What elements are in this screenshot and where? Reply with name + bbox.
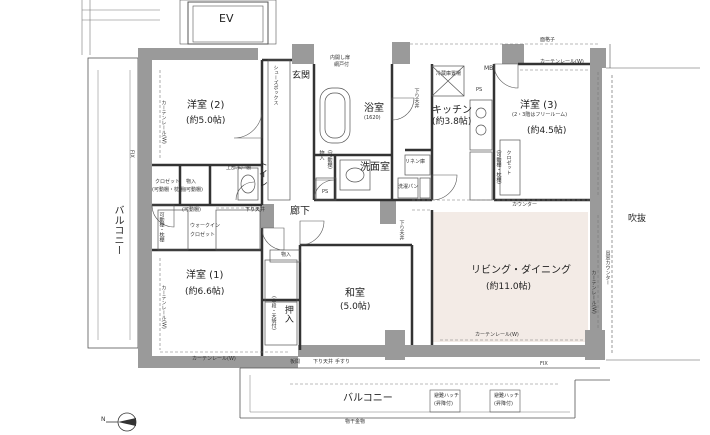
room-japanese-size: (5.0帖) (340, 302, 371, 312)
kado-dana-label: (可動棚) (182, 207, 201, 213)
room-western2-size: (約5.0帖) (186, 116, 226, 126)
sagari3-label: 下り天井 (413, 88, 420, 108)
oshiire-note: (中段・天袋付) (270, 296, 277, 330)
mono1-label: 物入 (186, 179, 197, 185)
fukinuke-label: 吹抜 (628, 214, 647, 224)
fix-left-label: FIX (128, 150, 135, 158)
kado-makura-label: 可動棚・枕棚 (158, 212, 165, 242)
room-western3-name: 洋室 (3) (520, 100, 558, 111)
curtain-w3-label: カーテンレール(W) (540, 59, 584, 65)
hinan1-sub: (昇降付) (434, 401, 453, 407)
jojo-label: 上部吊戸棚 (226, 165, 252, 171)
sashi-kabe-label: 出窓カウンター (604, 250, 611, 285)
curtain-w2-label: カーテンレール(W) (160, 100, 167, 144)
room-entrance-name: 玄関 (292, 71, 311, 81)
hinan2-sub: (昇降付) (494, 401, 513, 407)
closet-small-label: クロゼット (505, 150, 512, 175)
room-toilet-name: トイレ (256, 160, 267, 187)
room-bathroom-note: (1620) (364, 115, 381, 121)
mono3-label: 物入 (318, 150, 325, 160)
compass-label: N (101, 416, 106, 423)
ps-label: PS (476, 87, 483, 93)
closet-left-sub: (可動棚・枕棚) (152, 187, 186, 193)
room-hall-name: 廊下 (290, 206, 310, 217)
butsukake-label: 物干金物 (345, 419, 366, 425)
fixtures (157, 59, 521, 346)
hinan2-label: 避難ハッチ (494, 393, 520, 399)
senmen-pan-label: 洗濯パン (398, 184, 419, 190)
fix-bottom-label: FIX (540, 361, 548, 367)
walkin-label: ウォークイン (190, 223, 221, 229)
oshiire-label: 押入 (282, 305, 293, 323)
curtain-living-side-label: カーテンレール(W) (590, 270, 597, 314)
room-kitchen-size: (約3.8帖) (432, 117, 472, 127)
outer-walls (138, 42, 606, 368)
sagari4-label: 下り天井 (313, 359, 334, 365)
room-kitchen-name: キッチン (432, 105, 472, 116)
room-living-name: リビング・ダイニング (471, 265, 571, 276)
shoes-box-label: シューズボックス (272, 65, 279, 105)
mono2-label: 物入 (281, 252, 292, 258)
room-western2-name: 洋室 (2) (187, 100, 225, 111)
mono1-sub: (可動棚) (184, 187, 203, 193)
door-swings (151, 63, 519, 251)
room-western1-name: 洋室 (1) (186, 270, 224, 281)
sagari1-label: 下り天井 (245, 207, 266, 213)
dashed-lines (159, 43, 600, 353)
ev-shaft (179, 0, 277, 45)
itama-label: 板間 (290, 359, 301, 365)
ev-label: EV (219, 12, 234, 25)
tesuri-bottom-label: 手すり (335, 359, 351, 365)
closet-label: クロゼット (190, 232, 216, 238)
room-japanese-name: 和室 (345, 288, 365, 299)
room-western3-note: (2・3階はフリールーム) (512, 112, 568, 118)
curtain-bottom1-label: カーテンレール(W) (192, 356, 236, 362)
curtain-w1-label: カーテンレール(W) (160, 285, 167, 329)
left-balcony (87, 57, 139, 349)
closet-small-sub: (可動棚・枕棚) (495, 150, 502, 184)
counter-label: カウンター (512, 202, 538, 208)
mb-label: MB (484, 65, 494, 72)
linen-label: リネン庫 (405, 159, 426, 165)
reizoko-label: 冷蔵庫置場 (436, 71, 462, 77)
hinan1-label: 避難ハッチ (434, 393, 460, 399)
room-living-size: (約11.0帖) (486, 282, 532, 292)
closet-left-label: クロゼット (155, 179, 181, 185)
kado-dana2-label: (可動棚) (326, 150, 333, 169)
living-floor (433, 212, 588, 342)
upper-left-lines (81, 0, 160, 55)
sagari2-label: 下り天井 (398, 220, 405, 240)
uchibiraki-label: 内開し扉 (330, 55, 351, 61)
balcony-bottom-label: バルコニー (343, 393, 393, 404)
balcony-left-label: バルコニー (112, 205, 123, 255)
room-washroom-name: 洗面室 (360, 162, 390, 173)
compass-icon (106, 412, 137, 432)
room-western1-size: (約6.6帖) (185, 287, 225, 297)
curtain-living-label: カーテンレール(W) (475, 332, 519, 338)
right-void (606, 44, 700, 361)
room-bathroom-name: 浴室 (364, 103, 384, 114)
amido-label: 網戸付 (334, 62, 350, 68)
room-western3-size: (約4.5帖) (527, 126, 567, 136)
tesuri-top-label: 面格子 (540, 37, 556, 43)
bottom-balcony (239, 367, 610, 419)
ps2-label: PS (322, 189, 329, 195)
